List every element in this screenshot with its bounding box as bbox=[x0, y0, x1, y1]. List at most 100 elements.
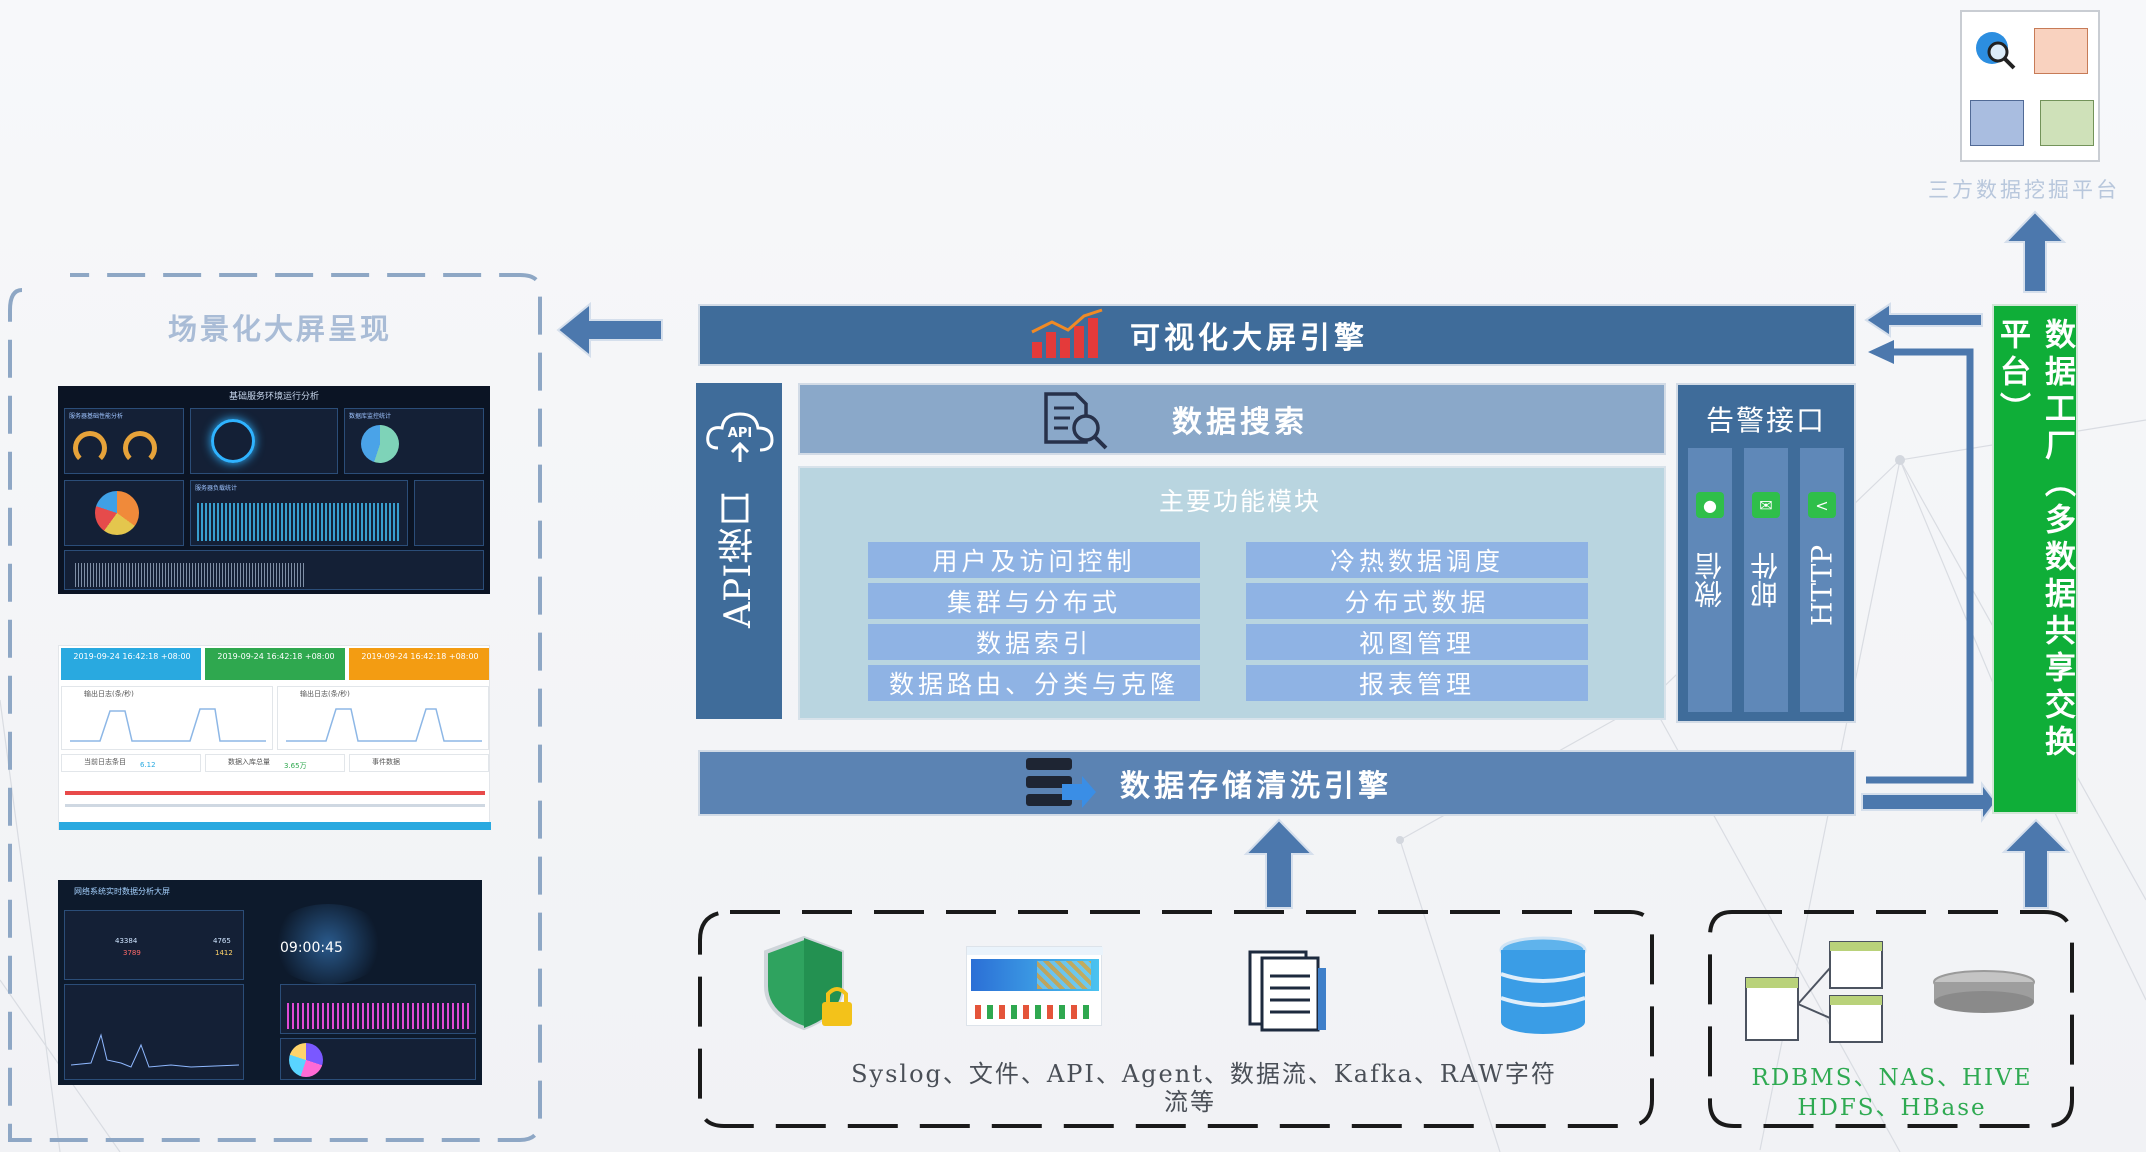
database-arrow-icon bbox=[1026, 758, 1096, 808]
dashboard-thumbnail-2: 2019-09-24 16:42:18 +08:00 2019-09-24 16… bbox=[58, 645, 491, 830]
module-index: 数据索引 bbox=[868, 624, 1200, 660]
stat-2-value: 3.65万 bbox=[284, 762, 307, 770]
module-report: 报表管理 bbox=[1246, 665, 1588, 701]
dashboard3-bars bbox=[280, 984, 476, 1034]
stat-1-value: 6.12 bbox=[140, 761, 156, 769]
alert-interface-title: 告警接口 bbox=[1705, 404, 1826, 437]
stat-1: 当前日志条目 6.12 bbox=[61, 754, 201, 772]
email-icon: ✉ bbox=[1752, 492, 1780, 518]
web-portal-screenshot bbox=[966, 946, 1103, 1026]
chart-trend-icon bbox=[1031, 308, 1103, 358]
storage-sources-text-line2: HDFS、HBase bbox=[1797, 1095, 1987, 1121]
dashboard3-pie bbox=[280, 1038, 476, 1080]
data-sources-dashed-border bbox=[698, 910, 1654, 1128]
arrow-sources-to-storage bbox=[1243, 818, 1315, 909]
portal-graphic bbox=[1037, 961, 1091, 989]
data-search-bar bbox=[798, 383, 1666, 455]
storage-engine-bar bbox=[698, 750, 1856, 816]
dashboard3-clock: 09:00:45 bbox=[280, 940, 343, 956]
module-distributed: 分布式数据 bbox=[1246, 583, 1588, 619]
progress-row-2 bbox=[65, 804, 485, 807]
globe-graphic bbox=[268, 904, 388, 984]
wechat-icon: ● bbox=[1696, 492, 1724, 518]
stat-c: 3789 bbox=[123, 949, 141, 957]
time-card-3 bbox=[349, 648, 489, 680]
chart-panel-1: 输出日志(条/秒) bbox=[61, 686, 273, 750]
third-party-label: 三方数据挖掘平台 bbox=[1928, 178, 2120, 202]
shield-lock-icon bbox=[764, 935, 852, 1031]
chart-title-2: 输出日志(条/秒) bbox=[300, 690, 350, 698]
api-interface-label: API接口 bbox=[718, 491, 759, 629]
progress-red bbox=[65, 791, 485, 795]
doc-card-blue bbox=[1970, 100, 2024, 146]
document-stack-icon bbox=[1248, 950, 1326, 1032]
time-card-1 bbox=[61, 648, 201, 680]
magenta-bars bbox=[287, 1003, 471, 1029]
dashboard3-line bbox=[64, 984, 244, 1080]
stat-3-label: 事件数据 bbox=[372, 758, 400, 766]
right-connector-arrows bbox=[1861, 302, 1998, 823]
data-factory-bar bbox=[1992, 304, 2078, 814]
panel-title: 服务器基础性能分析 bbox=[69, 413, 124, 420]
data-sources-text-line1: Syslog、文件、API、Agent、数据流、Kafka、RAW字符 bbox=[851, 1060, 1557, 1088]
portal-header bbox=[967, 947, 1103, 955]
dashboard3-title: 网络系统实时数据分析大屏 bbox=[74, 887, 170, 896]
table-relation-icon bbox=[1745, 941, 1883, 1043]
dashboard1-panel-center bbox=[190, 408, 338, 474]
line-chart-1 bbox=[70, 708, 266, 742]
portal-icons-row bbox=[975, 1005, 1095, 1019]
stat-1-label: 当前日志条目 bbox=[84, 758, 126, 766]
main-modules-title: 主要功能模块 bbox=[1158, 487, 1321, 516]
chart-title-1: 输出日志(条/秒) bbox=[84, 690, 134, 698]
stat-3: 事件数据 bbox=[349, 754, 489, 772]
data-sources-text-line2: 流等 bbox=[1164, 1087, 1216, 1116]
rose-chart bbox=[289, 1043, 323, 1077]
stat-d: 1412 bbox=[215, 949, 233, 957]
stat-a: 43384 bbox=[115, 937, 138, 945]
data-search-label: 数据搜索 bbox=[1172, 405, 1308, 440]
module-hot-cold: 冷热数据调度 bbox=[1246, 542, 1588, 578]
pie-chart bbox=[95, 491, 139, 535]
alert-channel-email-label: 邮件 bbox=[1749, 552, 1782, 608]
doc-card-orange bbox=[2034, 28, 2088, 74]
visual-engine-bar bbox=[698, 304, 1856, 366]
line-chart-2 bbox=[286, 708, 482, 742]
gauge-2 bbox=[123, 431, 157, 465]
share-icon: < bbox=[1808, 492, 1836, 518]
pie-green bbox=[361, 425, 399, 463]
load-bars bbox=[197, 503, 401, 541]
gauge-1 bbox=[73, 431, 107, 465]
arrow-to-dashboard bbox=[556, 301, 663, 359]
dashboard-thumbnail-1: 基础服务环境运行分析 服务器基础性能分析 数据库监控统计 服务器负载统计 bbox=[58, 386, 490, 594]
time-card-2 bbox=[205, 648, 345, 680]
doc-card-green bbox=[2040, 100, 2094, 146]
chart-panel-2: 输出日志(条/秒) bbox=[277, 686, 489, 750]
traffic-area bbox=[75, 563, 305, 587]
dashboard1-title: 基础服务环境运行分析 bbox=[228, 391, 319, 402]
stat-b: 4765 bbox=[213, 937, 231, 945]
module-cluster: 集群与分布式 bbox=[868, 583, 1200, 619]
left-panel-title: 场景化大屏呈现 bbox=[167, 312, 392, 346]
dashboard1-panel-db: 数据库监控统计 bbox=[344, 408, 484, 474]
stat-2-label: 数据入库总量 bbox=[228, 758, 270, 766]
globe-search-icon bbox=[1976, 32, 2016, 70]
arrow-storage-sources-to-factory bbox=[2001, 818, 2071, 909]
disk-drive-icon bbox=[1933, 970, 2035, 1013]
dashboard1-panel-perf: 服务器基础性能分析 bbox=[64, 408, 184, 474]
panel-title: 数据库监控统计 bbox=[349, 413, 392, 420]
api-cloud-icon bbox=[706, 412, 774, 462]
arrow-factory-to-thirdparty bbox=[2003, 210, 2067, 293]
search-document-icon bbox=[1044, 392, 1108, 450]
api-interface-bar bbox=[696, 383, 782, 719]
alert-channel-http-label: HTTP bbox=[1805, 544, 1839, 626]
dashboard1-panel-net bbox=[414, 480, 484, 546]
time-card-3-text: 2019-09-24 16:42:18 +08:00 bbox=[361, 652, 479, 661]
panel-title: 服务器负载统计 bbox=[195, 485, 238, 492]
visual-engine-label: 可视化大屏引擎 bbox=[1130, 321, 1368, 356]
database-cylinder-icon bbox=[1499, 936, 1587, 1034]
data-factory-label: 数据工厂（多数据共享交换平台） bbox=[1994, 318, 2075, 762]
storage-sources-text-line1: RDBMS、NAS、HIVE bbox=[1751, 1065, 2033, 1091]
center-ring bbox=[211, 419, 255, 463]
module-user-access: 用户及访问控制 bbox=[868, 542, 1200, 578]
spike-chart bbox=[71, 1033, 239, 1068]
